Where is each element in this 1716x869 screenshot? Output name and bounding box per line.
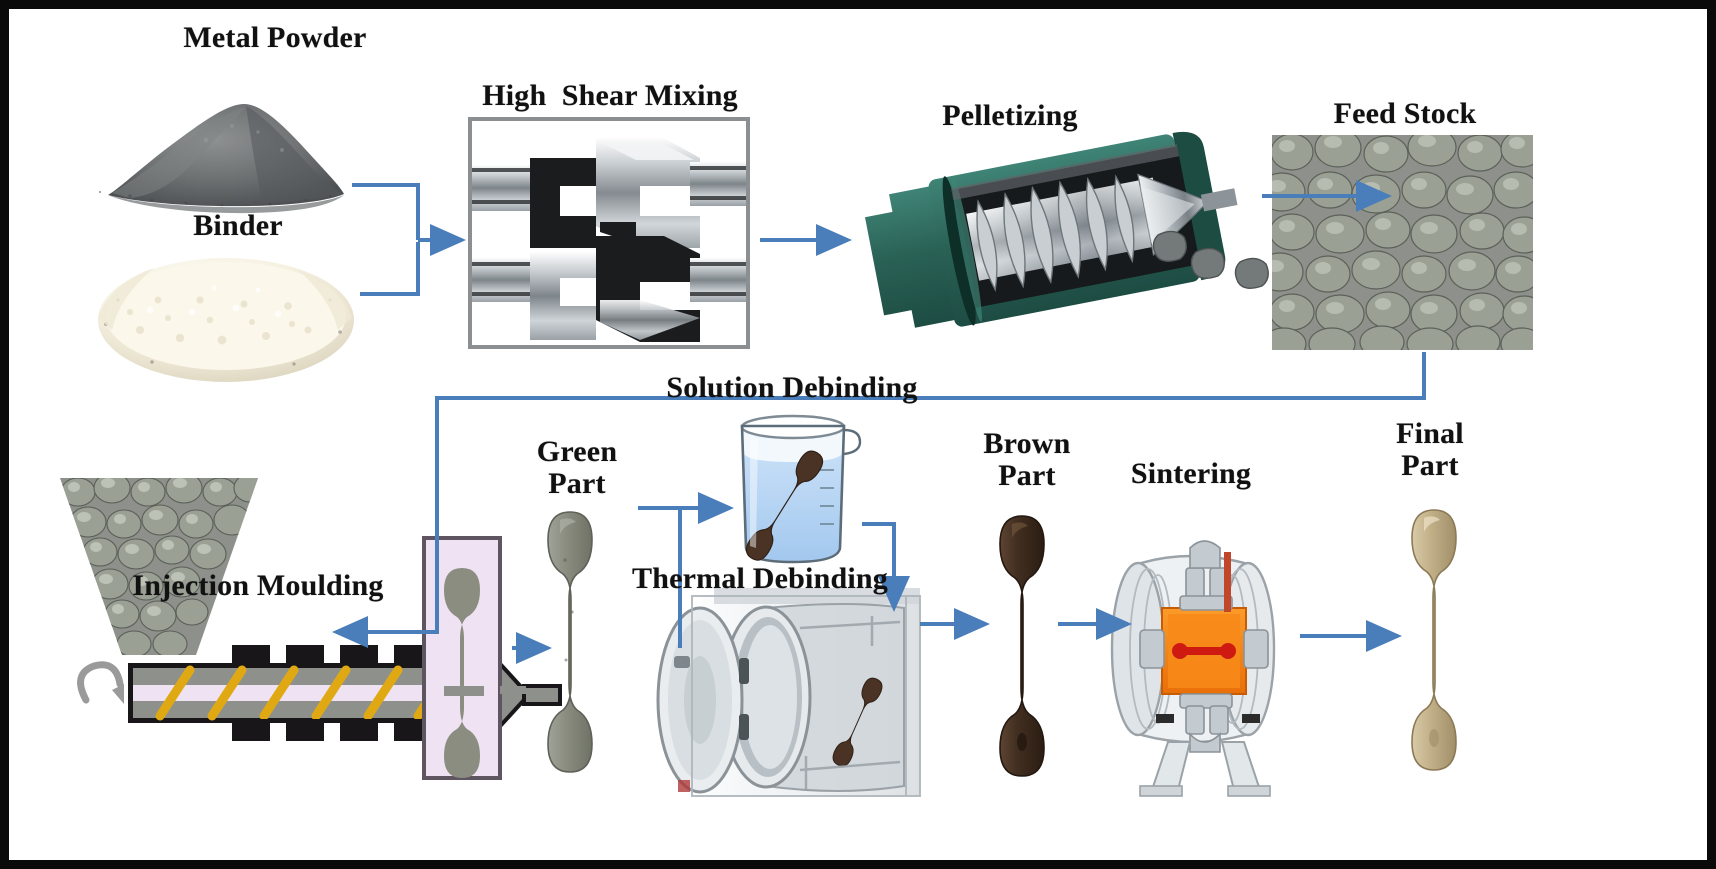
label-sintering: Sintering	[1130, 457, 1252, 490]
label-feed-stock: Feed Stock	[1333, 97, 1477, 130]
flying-pellets	[1152, 230, 1269, 289]
metal-powder-image	[98, 104, 344, 214]
powder-to-mixer	[352, 183, 420, 240]
label-thermal-debinding: Thermal Debinding	[632, 562, 888, 595]
label-high-shear-mixing: High Shear Mixing	[482, 79, 738, 112]
binder-to-mixer	[360, 242, 420, 296]
solution-to-furnace	[862, 522, 910, 612]
mixer-image	[468, 117, 750, 349]
injection-machine-image	[60, 478, 562, 780]
furnace-image	[656, 588, 921, 797]
sintering-furnace-image	[1110, 540, 1276, 797]
green-branch-up	[638, 506, 682, 516]
label-metal-powder: Metal Powder	[183, 21, 367, 54]
pelletizer-image	[864, 131, 1238, 328]
label-green-part: Green Part	[536, 435, 618, 500]
label-brown-part: Brown Part	[983, 427, 1071, 492]
brown-part-image	[999, 515, 1045, 777]
beaker-image	[740, 414, 862, 564]
feedstock-image	[1272, 135, 1533, 350]
feedstock-to-moulding	[332, 352, 1426, 648]
label-pelletizing: Pelletizing	[942, 99, 1078, 132]
final-part-image	[1411, 509, 1457, 771]
green-part-image	[547, 511, 593, 773]
label-binder: Binder	[193, 209, 283, 242]
label-final-part: Final Part	[1396, 417, 1464, 482]
label-injection-moulding: Injection Moulding	[132, 569, 384, 602]
label-solution-debinding: Solution Debinding	[666, 371, 918, 404]
binder-image	[98, 258, 354, 382]
